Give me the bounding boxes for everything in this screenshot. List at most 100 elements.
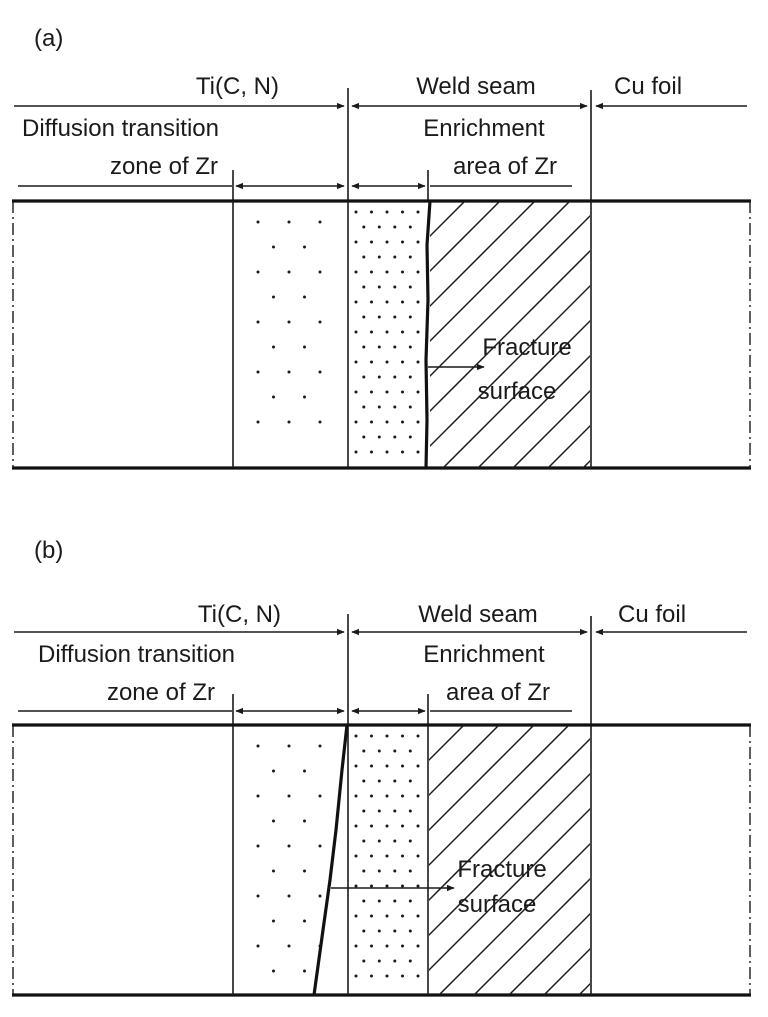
label-enrichment-line1: Enrichment bbox=[423, 115, 545, 142]
label-ticn: Ti(C, N) bbox=[196, 73, 279, 100]
stipple-dot bbox=[354, 450, 358, 454]
stipple-dot bbox=[354, 300, 358, 304]
stipple-dot bbox=[377, 315, 381, 319]
stipple-dot bbox=[401, 974, 404, 978]
label-weld-seam: Weld seam bbox=[418, 601, 538, 628]
stipple-dot bbox=[408, 435, 412, 439]
stipple-dot bbox=[408, 345, 412, 349]
stipple-dot bbox=[401, 270, 404, 274]
stipple-dot bbox=[256, 944, 260, 948]
label-diffusion-line2: zone of Zr bbox=[110, 153, 218, 180]
panel-a: (a) Ti(C, N) Weld seam Cu foil Diffusion… bbox=[12, 25, 751, 470]
stipple-dot bbox=[256, 270, 260, 274]
stipple-dot bbox=[408, 809, 412, 813]
label-fracture-line2: surface bbox=[478, 378, 557, 405]
label-cu-foil: Cu foil bbox=[618, 601, 686, 628]
stipple-dot bbox=[370, 390, 373, 394]
stipple-dot bbox=[408, 255, 412, 259]
stipple-dot bbox=[408, 225, 412, 229]
fracture-line bbox=[312, 724, 349, 996]
stipple-dot bbox=[416, 420, 420, 424]
stipple-dot bbox=[362, 779, 366, 783]
stipple-dot bbox=[354, 734, 358, 738]
hatch-line bbox=[430, 201, 501, 273]
label-ticn: Ti(C, N) bbox=[198, 601, 281, 628]
stipple-dot bbox=[385, 914, 389, 918]
stipple-dot bbox=[408, 899, 412, 903]
stipple-dot bbox=[393, 839, 397, 843]
stipple-dot bbox=[362, 255, 366, 259]
stipple-dot bbox=[377, 435, 381, 439]
stipple-dot bbox=[385, 240, 389, 244]
stipple-dot bbox=[393, 869, 397, 873]
label-fracture-line1: Fracture bbox=[482, 334, 571, 361]
stipple-dot bbox=[256, 894, 260, 898]
stipple-dot bbox=[272, 919, 275, 923]
stipple-dot bbox=[287, 320, 291, 324]
stipple-dot bbox=[393, 959, 397, 963]
stipple-dot bbox=[393, 779, 397, 783]
stipple-dot bbox=[416, 854, 420, 858]
stipple-dot bbox=[385, 450, 389, 454]
label-enrichment-line2: area of Zr bbox=[453, 153, 557, 180]
stipple-dot bbox=[256, 844, 260, 848]
stipple-dot bbox=[256, 370, 260, 374]
stipple-dot bbox=[385, 884, 389, 888]
stipple-dot bbox=[272, 819, 275, 823]
stipple-dot bbox=[377, 779, 381, 783]
stipple-dot bbox=[370, 884, 373, 888]
stipple-dot bbox=[303, 245, 306, 249]
stipple-dot bbox=[362, 929, 366, 933]
hatch-line bbox=[477, 354, 590, 468]
stipple-dot bbox=[385, 734, 389, 738]
stipple-dot bbox=[256, 320, 260, 324]
stipple-dot bbox=[272, 769, 275, 773]
stipple-dot bbox=[401, 240, 404, 244]
stipple-dot bbox=[377, 345, 381, 349]
stipple-dot bbox=[416, 884, 420, 888]
stipple-dot bbox=[362, 315, 366, 319]
label-enrichment-line2: area of Zr bbox=[446, 679, 550, 706]
panel-a-tag: (a) bbox=[34, 25, 63, 52]
stipple-dot bbox=[393, 809, 397, 813]
hatch-line bbox=[473, 877, 590, 995]
stipple-dot bbox=[385, 300, 389, 304]
enrichment-zone-dots bbox=[354, 734, 420, 978]
stipple-dot bbox=[377, 375, 381, 379]
stipple-dot bbox=[385, 824, 389, 828]
hatch-line bbox=[547, 424, 590, 468]
stipple-dot bbox=[385, 420, 389, 424]
stipple-dot bbox=[318, 270, 322, 274]
stipple-dot bbox=[354, 420, 358, 424]
stipple-dot bbox=[318, 420, 322, 424]
stipple-dot bbox=[318, 320, 322, 324]
stipple-dot bbox=[408, 839, 412, 843]
stipple-dot bbox=[370, 450, 373, 454]
stipple-dot bbox=[354, 240, 358, 244]
stipple-dot bbox=[303, 295, 306, 299]
stipple-dot bbox=[385, 390, 389, 394]
diffusion-zone-dots bbox=[256, 744, 322, 973]
stipple-dot bbox=[354, 914, 358, 918]
stipple-dot bbox=[401, 360, 404, 364]
stipple-dot bbox=[370, 914, 373, 918]
stipple-dot bbox=[393, 375, 397, 379]
stipple-dot bbox=[287, 944, 291, 948]
stipple-dot bbox=[416, 390, 420, 394]
hatch-line bbox=[429, 725, 500, 797]
stipple-dot bbox=[377, 405, 381, 409]
hatch-line bbox=[582, 459, 590, 468]
label-cu-foil: Cu foil bbox=[614, 73, 682, 100]
stipple-dot bbox=[377, 839, 381, 843]
stipple-dot bbox=[416, 240, 420, 244]
stipple-dot bbox=[354, 330, 358, 334]
stipple-dot bbox=[287, 844, 291, 848]
label-weld-seam: Weld seam bbox=[416, 73, 536, 100]
stipple-dot bbox=[401, 824, 404, 828]
stipple-dot bbox=[370, 764, 373, 768]
hatch-line bbox=[430, 201, 431, 203]
stipple-dot bbox=[377, 255, 381, 259]
stipple-dot bbox=[370, 734, 373, 738]
stipple-dot bbox=[408, 315, 412, 319]
weld-seam-hatching bbox=[429, 725, 590, 995]
